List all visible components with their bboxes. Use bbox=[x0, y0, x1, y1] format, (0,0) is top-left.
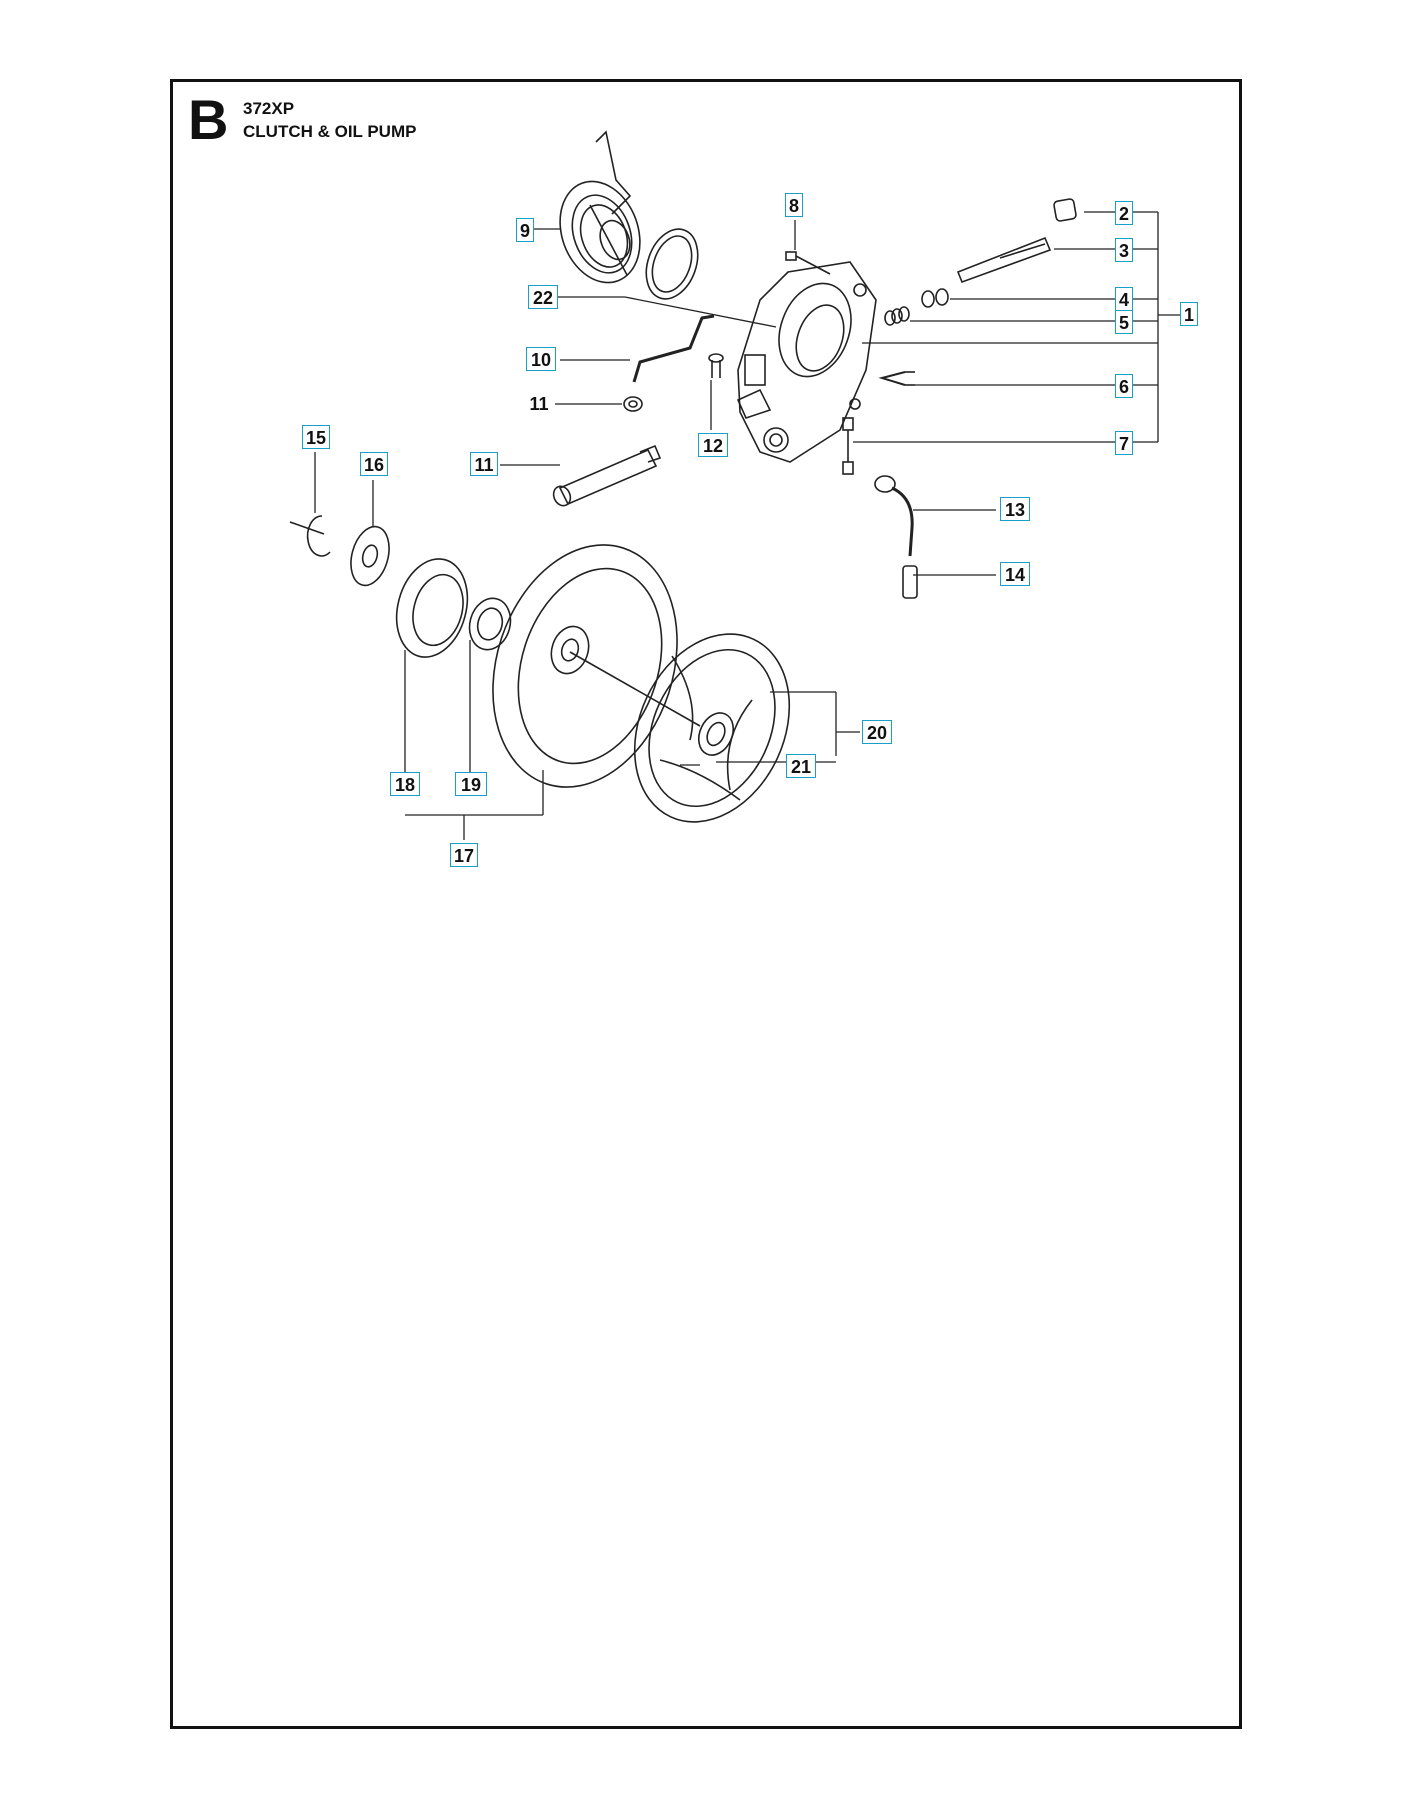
callout-8[interactable]: 8 bbox=[785, 193, 803, 217]
callout-15[interactable]: 15 bbox=[302, 425, 330, 449]
part-17-clutch-drum bbox=[492, 544, 701, 788]
part-11-stud bbox=[552, 444, 662, 507]
diagram-frame bbox=[170, 79, 1242, 1729]
part-20-clutch bbox=[633, 633, 791, 823]
section-letter: B bbox=[188, 88, 229, 151]
part-6-chevron bbox=[878, 371, 915, 386]
callout-21[interactable]: 21 bbox=[786, 754, 816, 778]
callout-18[interactable]: 18 bbox=[390, 772, 420, 796]
part-11-nut-small bbox=[623, 396, 643, 412]
callout-22[interactable]: 22 bbox=[528, 285, 558, 309]
callout-1[interactable]: 1 bbox=[1180, 302, 1198, 326]
part-18-rim-sprocket bbox=[395, 558, 469, 658]
part-8-screw bbox=[785, 251, 831, 275]
callout-2[interactable]: 2 bbox=[1115, 201, 1133, 225]
callout-17[interactable]: 17 bbox=[450, 843, 478, 867]
callout-19[interactable]: 19 bbox=[455, 772, 487, 796]
callout-14[interactable]: 14 bbox=[1000, 562, 1030, 586]
part-5-spring bbox=[884, 306, 910, 326]
callout-5[interactable]: 5 bbox=[1115, 310, 1133, 334]
part-21-clutch-spring bbox=[697, 712, 735, 756]
callout-4[interactable]: 4 bbox=[1115, 287, 1133, 311]
callout-12[interactable]: 12 bbox=[698, 433, 728, 457]
callout-10[interactable]: 10 bbox=[526, 347, 556, 371]
part-1-oil-pump-housing bbox=[736, 261, 877, 463]
part-3-pump-plunger bbox=[956, 236, 1052, 284]
part-12-screw bbox=[708, 353, 724, 378]
callout-20[interactable]: 20 bbox=[862, 720, 892, 744]
leader-lines bbox=[314, 211, 1180, 840]
part-15-circlip bbox=[289, 515, 331, 557]
callout-13[interactable]: 13 bbox=[1000, 497, 1030, 521]
callout-11-stud[interactable]: 11 bbox=[470, 452, 498, 476]
callout-6[interactable]: 6 bbox=[1115, 374, 1133, 398]
callout-16[interactable]: 16 bbox=[360, 452, 388, 476]
part-19-needle-bearing bbox=[468, 597, 512, 651]
part-4-seal bbox=[921, 288, 949, 308]
callout-9[interactable]: 9 bbox=[516, 218, 534, 242]
part-7-adjuster-screw bbox=[842, 417, 854, 475]
part-14-oil-filter bbox=[902, 565, 918, 599]
page-title: CLUTCH & OIL PUMP bbox=[243, 122, 417, 141]
callout-3[interactable]: 3 bbox=[1115, 238, 1133, 262]
part-2-plug bbox=[1053, 198, 1077, 222]
callout-7[interactable]: 7 bbox=[1115, 431, 1133, 455]
part-10-oil-pipe bbox=[632, 314, 715, 383]
model-number: 372XP bbox=[243, 99, 295, 118]
part-16-washer bbox=[350, 525, 390, 587]
part-13-oil-hose bbox=[874, 475, 914, 557]
callout-11-nut[interactable]: 11 bbox=[529, 394, 549, 414]
part-9-oil-pump-worm-drive bbox=[559, 130, 641, 284]
part-22-washer bbox=[645, 228, 699, 300]
